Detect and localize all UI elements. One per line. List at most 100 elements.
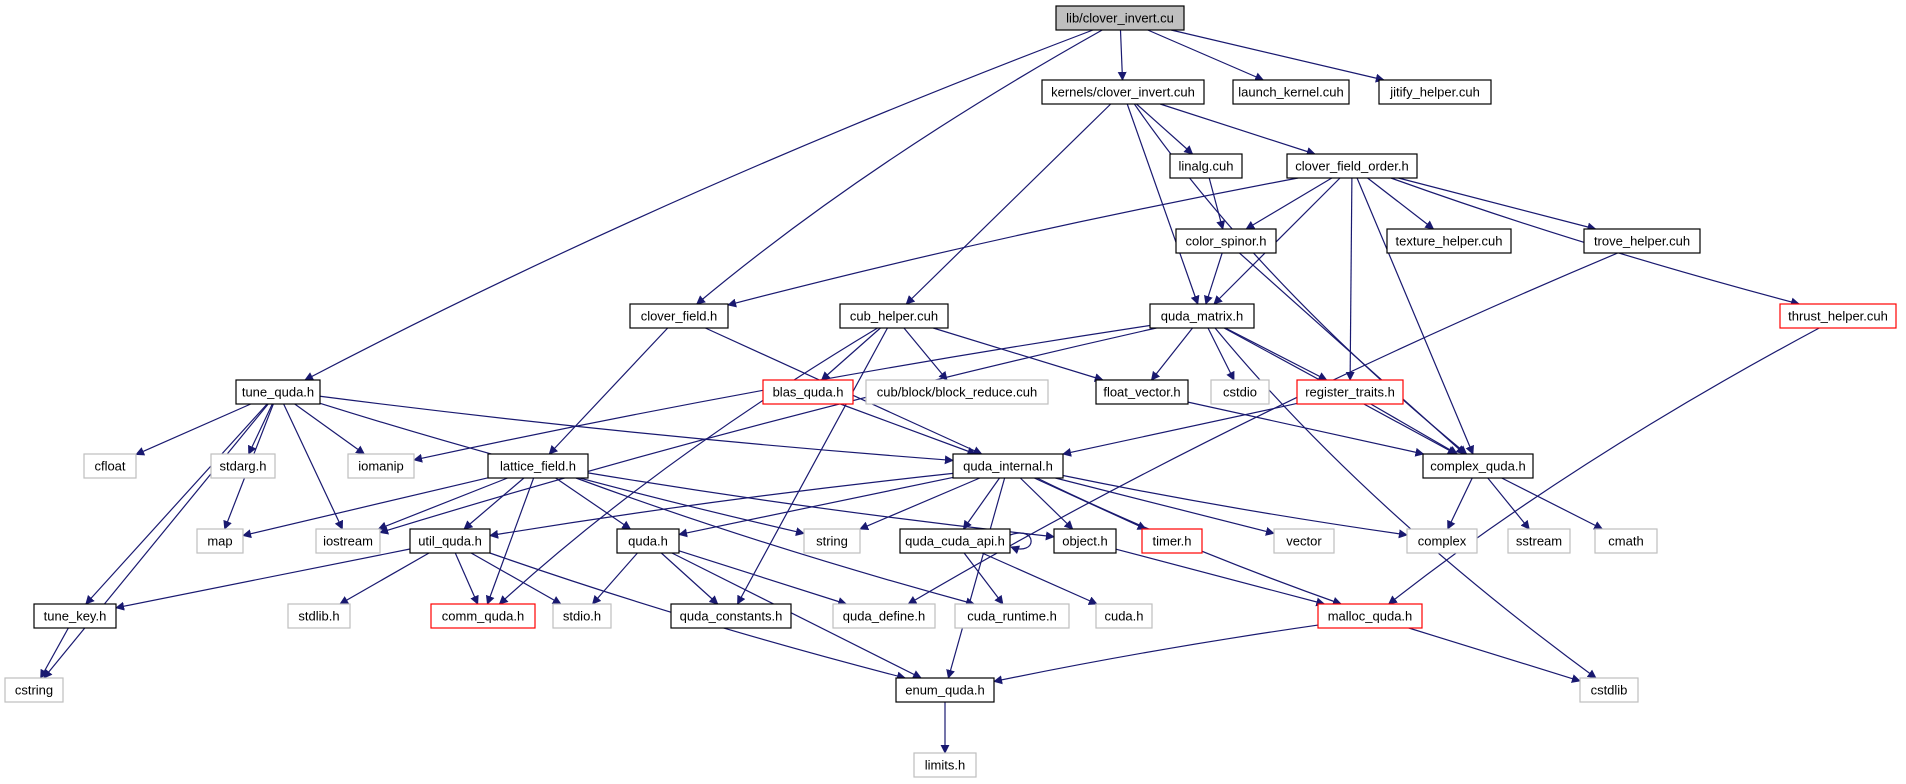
edge-root-to-kernels (1117, 29, 1127, 81)
edge-util-to-stdio (470, 552, 562, 605)
node-complexq[interactable]: complex_quda.h (1422, 453, 1534, 479)
node-root[interactable]: lib/clover_invert.cu (1055, 5, 1185, 31)
node-box (1210, 379, 1270, 405)
node-box (210, 453, 276, 479)
node-qudah[interactable]: quda.h (616, 528, 680, 554)
edge-lattice-to-comm (485, 477, 535, 605)
edge-qinternal-to-qudah (678, 476, 954, 538)
node-kernels[interactable]: kernels/clover_invert.cuh (1041, 79, 1205, 105)
node-label: lattice_field.h (500, 459, 576, 474)
node-cstdlib[interactable]: cstdlib (1579, 677, 1639, 703)
node-limits[interactable]: limits.h (913, 752, 977, 778)
node-box (83, 453, 137, 479)
node-label: launch_kernel.cuh (1238, 85, 1344, 100)
node-map[interactable]: map (196, 528, 244, 554)
node-cubblock[interactable]: cub/block/block_reduce.cuh (865, 379, 1049, 405)
node-jitify[interactable]: jitify_helper.cuh (1378, 79, 1492, 105)
edge-cfo-to-qmatrix (1213, 177, 1341, 305)
node-cudah[interactable]: cuda.h (1095, 603, 1153, 629)
edge-regtraits-to-complexq (1370, 403, 1459, 455)
node-box (1378, 79, 1492, 105)
edge-qinternal-to-complex (1062, 474, 1408, 539)
node-tunekey[interactable]: tune_key.h (33, 603, 117, 629)
node-qinternal[interactable]: quda_internal.h (952, 453, 1064, 479)
node-cfo[interactable]: clover_field_order.h (1286, 153, 1418, 179)
node-enum[interactable]: enum_quda.h (895, 677, 995, 703)
node-box (1406, 528, 1478, 554)
node-string[interactable]: string (803, 528, 861, 554)
edge-qmatrix-to-iostream (379, 327, 1157, 535)
node-malloc[interactable]: malloc_quda.h (1317, 603, 1423, 629)
node-iomanip[interactable]: iomanip (347, 453, 415, 479)
edge-cfo-to-regtraits (1345, 177, 1355, 381)
node-label: map (207, 534, 232, 549)
node-object[interactable]: object.h (1053, 528, 1117, 554)
edge-kernels-to-cfo (1159, 103, 1316, 156)
node-cmath[interactable]: cmath (1594, 528, 1658, 554)
node-stdlib[interactable]: stdlib.h (287, 603, 351, 629)
edge-tune-to-iomanip (294, 403, 366, 455)
node-vector[interactable]: vector (1273, 528, 1335, 554)
node-thrust[interactable]: thrust_helper.cuh (1779, 303, 1897, 329)
edge-cub-to-blas (820, 327, 881, 381)
node-box (1095, 379, 1189, 405)
node-launch[interactable]: launch_kernel.cuh (1232, 79, 1350, 105)
node-stdio[interactable]: stdio.h (552, 603, 612, 629)
node-util[interactable]: util_quda.h (409, 528, 491, 554)
node-colorspinor[interactable]: color_spinor.h (1175, 228, 1277, 254)
node-box (1149, 303, 1255, 329)
node-box (1169, 153, 1243, 179)
edge-qmatrix-to-regtraits (1225, 327, 1328, 381)
node-iostream[interactable]: iostream (315, 528, 381, 554)
node-box (347, 453, 415, 479)
node-qconst[interactable]: quda_constants.h (670, 603, 792, 629)
node-complex[interactable]: complex (1406, 528, 1478, 554)
node-floatvec[interactable]: float_vector.h (1095, 379, 1189, 405)
edge-qudah-to-qdefine (678, 550, 848, 606)
node-label: object.h (1062, 534, 1108, 549)
node-label: quda_cuda_api.h (905, 534, 1005, 549)
node-cfloat[interactable]: cfloat (83, 453, 137, 479)
node-cudaapi[interactable]: quda_cuda_api.h (899, 528, 1011, 554)
node-comm[interactable]: comm_quda.h (430, 603, 536, 629)
node-lattice[interactable]: lattice_field.h (487, 453, 589, 479)
node-texture[interactable]: texture_helper.cuh (1386, 228, 1512, 254)
edge-cub-to-cubblock (903, 327, 948, 381)
node-box (1232, 79, 1350, 105)
node-cudaruntime[interactable]: cuda_runtime.h (954, 603, 1070, 629)
node-box (487, 453, 589, 479)
node-trove[interactable]: trove_helper.cuh (1583, 228, 1701, 254)
node-label: quda.h (628, 534, 668, 549)
node-qdefine[interactable]: quda_define.h (832, 603, 936, 629)
node-timer[interactable]: timer.h (1141, 528, 1203, 554)
node-cloverfield[interactable]: clover_field.h (629, 303, 729, 329)
node-box (1041, 79, 1205, 105)
node-box (430, 603, 536, 629)
node-cstring[interactable]: cstring (4, 677, 64, 703)
node-box (913, 752, 977, 778)
node-qmatrix[interactable]: quda_matrix.h (1149, 303, 1255, 329)
edge-qudah-to-qconst (660, 552, 719, 605)
node-cub[interactable]: cub_helper.cuh (839, 303, 949, 329)
node-label: timer.h (1152, 534, 1191, 549)
node-box (1386, 228, 1512, 254)
node-box (1175, 228, 1277, 254)
node-linalg[interactable]: linalg.cuh (1169, 153, 1243, 179)
edge-root-to-jitify (1170, 29, 1385, 83)
edge-tunekey-to-cstring (40, 627, 69, 679)
node-label: iomanip (358, 459, 404, 474)
edge-cudaapi-to-cudah (981, 552, 1098, 605)
node-cstdio[interactable]: cstdio (1210, 379, 1270, 405)
node-label: cfloat (94, 459, 125, 474)
edge-tune-to-cstring (43, 403, 269, 679)
node-label: clover_field.h (641, 309, 718, 324)
node-stdarg[interactable]: stdarg.h (210, 453, 276, 479)
node-regtraits[interactable]: register_traits.h (1296, 379, 1404, 405)
node-blas[interactable]: blas_quda.h (762, 379, 854, 405)
node-tune[interactable]: tune_quda.h (235, 379, 321, 405)
node-sstream[interactable]: sstream (1507, 528, 1571, 554)
node-box (1583, 228, 1701, 254)
node-box (409, 528, 491, 554)
